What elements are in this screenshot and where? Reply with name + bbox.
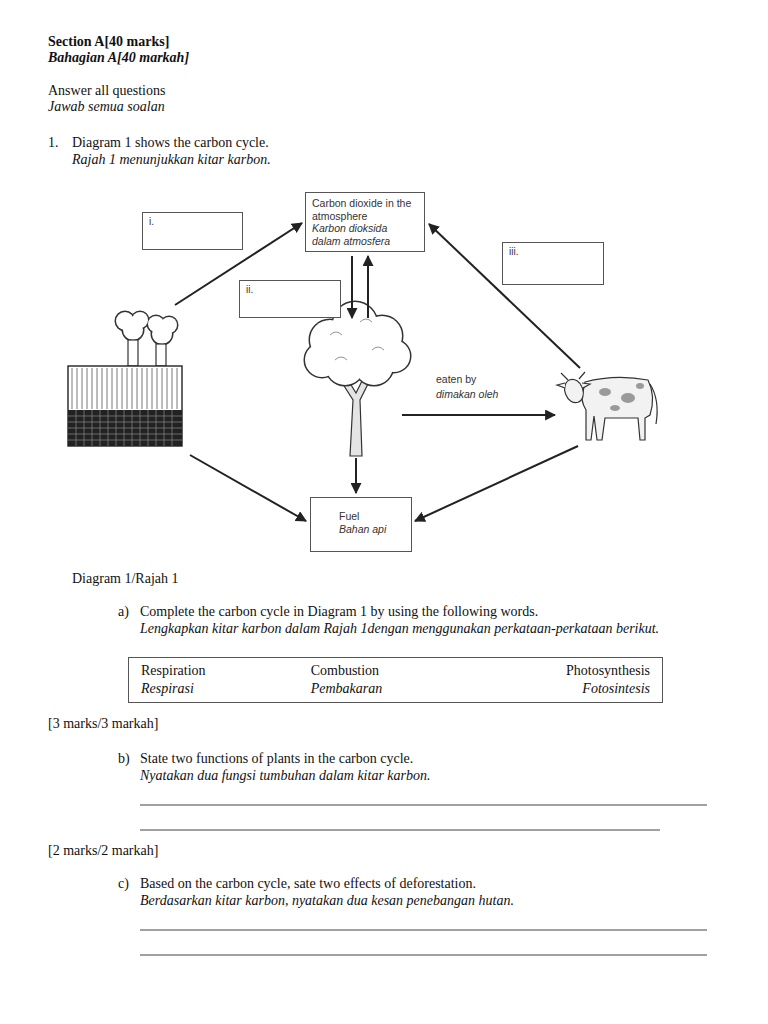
question-text: Complete the carbon cycle in Diagram 1 b… [140,603,538,620]
question-text: State two functions of plants in the car… [140,750,413,767]
box-text: Fuel [339,510,359,523]
part-letter: b) [118,750,130,767]
word-choice: Fotosintesis [582,680,650,698]
factory-picture [68,312,182,446]
word-choice: Respiration [141,662,206,680]
box-text: Karbon dioksida dalam atmosfera [312,222,418,247]
answer-lines [140,805,707,955]
answer-box: iii. [502,242,604,285]
word-choice: Combustion [311,662,379,680]
tree-picture [305,302,410,456]
question-text: Based on the carbon cycle, sate two effe… [140,875,476,892]
fuel-box: FuelBahan api [310,497,412,552]
arrow-label: eaten by [436,372,476,386]
box-text: Bahan api [339,523,386,536]
part-letter: a) [118,603,129,620]
instruction: Answer all questions [48,82,165,99]
box-text: i. [149,216,154,229]
question-number: 1. [48,134,59,151]
word-choice: Respirasi [141,680,194,698]
cow-picture [557,372,657,440]
question-text: Berdasarkan kitar karbon, nyatakan dua k… [140,892,514,909]
arrow-label: dimakan oleh [436,387,498,401]
instruction: Jawab semua soalan [48,98,165,115]
question-text: Nyatakan dua fungsi tumbuhan dalam kitar… [140,767,431,784]
question-text: Lengkapkan kitar karbon dalam Rajah 1den… [140,620,712,637]
section-heading: Bahagian A[40 markah] [48,49,189,66]
marks-note: [3 marks/3 markah] [48,715,158,732]
diagram-caption: Diagram 1/Rajah 1 [72,570,179,587]
atmosphere-box: Carbon dioxide in the atmosphereKarbon d… [305,192,425,252]
question-text: Rajah 1 menunjukkan kitar karbon. [72,151,271,168]
part-letter: c) [118,875,129,892]
box-text: ii. [246,284,253,297]
marks-note: [2 marks/2 markah] [48,842,158,859]
question-text: Diagram 1 shows the carbon cycle. [72,134,269,151]
word-choice: Photosynthesis [566,662,650,680]
word-choice: Pembakaran [311,680,383,698]
answer-box: i. [142,212,243,250]
box-text: iii. [509,246,518,259]
word-list-box: RespirationRespirasi CombustionPembakaran… [128,657,663,703]
section-heading: Section A[40 marks] [48,33,169,50]
answer-box: ii. [239,280,341,318]
box-text: Carbon dioxide in the atmosphere [312,197,418,222]
